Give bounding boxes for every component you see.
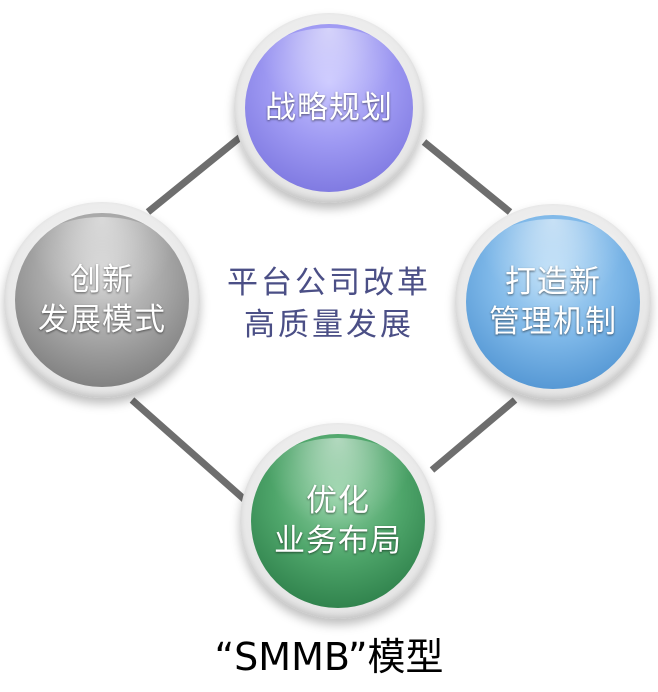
connector-bottom-left — [129, 397, 248, 503]
node-label: 创新 发展模式 — [38, 260, 166, 340]
node-label-line1: 创新 — [70, 262, 134, 298]
node-label-line2: 管理机制 — [489, 304, 617, 340]
diagram-caption: “SMMB”模型 — [214, 635, 444, 679]
node-label: 战略规划 — [265, 90, 393, 126]
connector-top-right — [421, 139, 513, 215]
node-strategic-planning: 战略规划 — [245, 24, 413, 192]
node-label: 优化 业务布局 — [274, 481, 402, 561]
node-label-line1: 打造新 — [505, 264, 601, 300]
center-title-line2: 高质量发展 — [244, 307, 414, 343]
node-label: 打造新 管理机制 — [489, 262, 617, 342]
node-development-model: 创新 发展模式 — [15, 213, 189, 387]
center-title: 平台公司改革 高质量发展 — [189, 262, 469, 346]
node-business-layout: 优化 业务布局 — [251, 434, 425, 608]
connector-right-bottom — [429, 397, 518, 473]
node-label-line1: 优化 — [306, 483, 370, 519]
node-label-line2: 业务布局 — [274, 523, 402, 559]
node-label-line2: 发展模式 — [38, 302, 166, 338]
connector-left-top — [145, 132, 246, 215]
center-title-line1: 平台公司改革 — [227, 265, 431, 301]
node-management-mechanism: 打造新 管理机制 — [466, 215, 640, 389]
